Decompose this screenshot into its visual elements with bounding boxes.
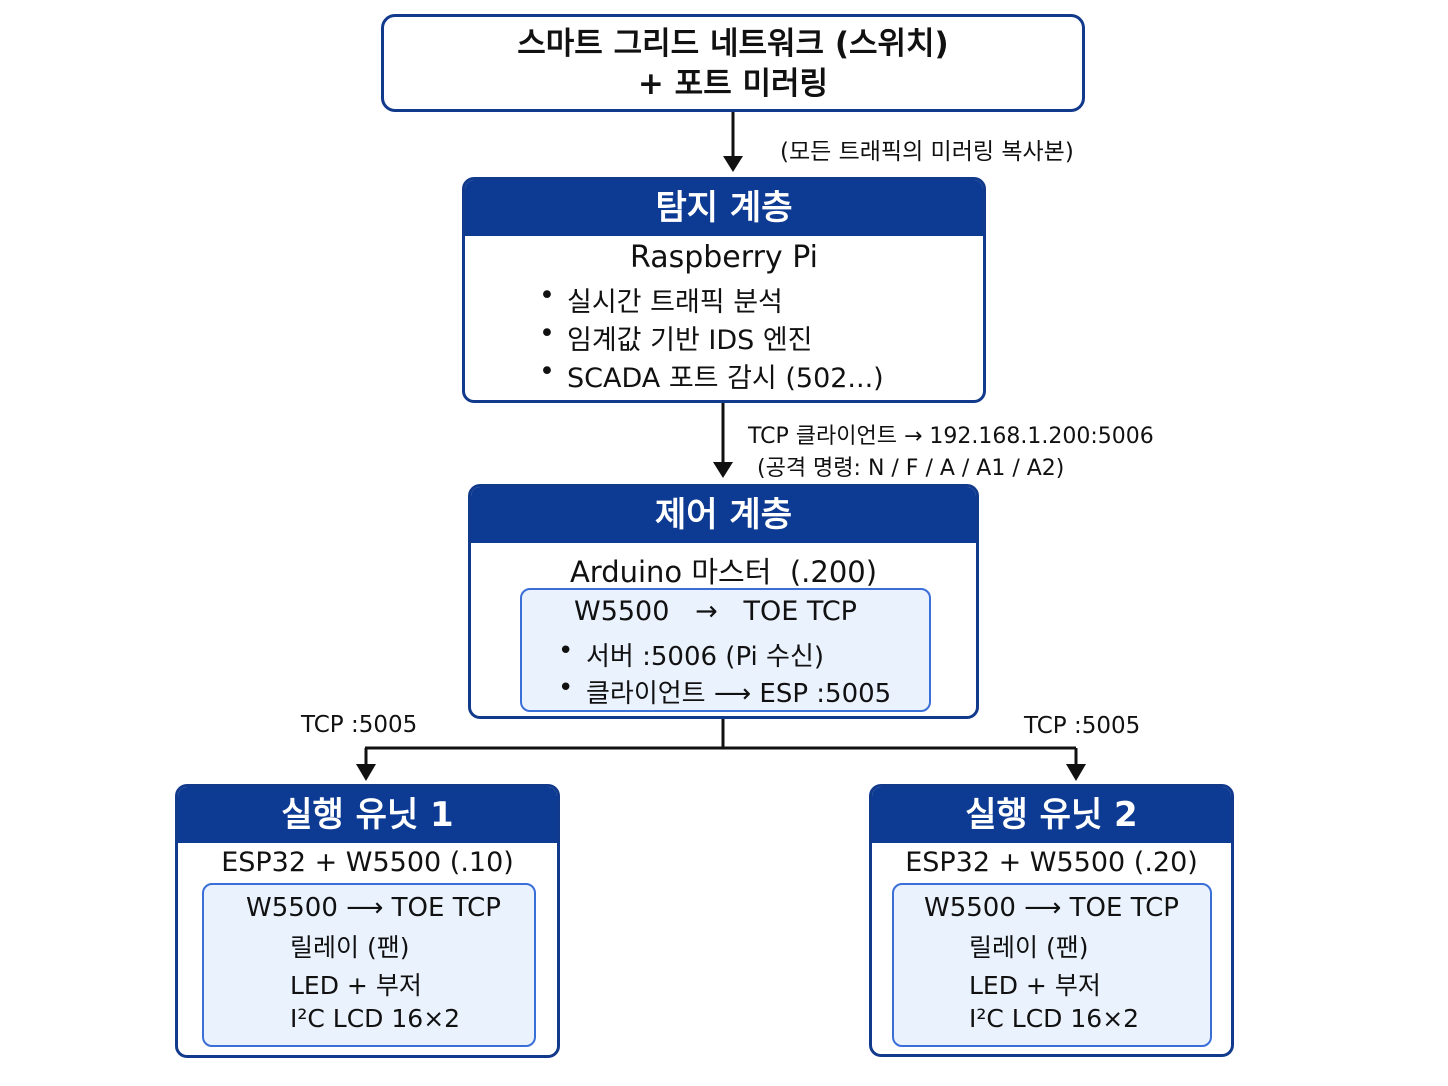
unit2-item-led: LED + 부저 (969, 971, 1101, 1000)
list-item: 임계값 기반 IDS 엔진 (539, 318, 884, 356)
list-item: SCADA 포트 감시 (502...) (539, 356, 884, 394)
list-item: 서버 :5006 (Pi 수신) (558, 636, 891, 673)
unit1-device: ESP32 + W5500 (.10) (221, 847, 514, 878)
unit1-item-relay: 릴레이 (팬) (290, 933, 410, 962)
edge-label-left: TCP :5005 (301, 712, 418, 738)
edge-label-mirror: (모든 트래픽의 미러링 복사본) (780, 139, 1074, 165)
unit2-w5500-title: W5500 ⟶ TOE TCP (924, 893, 1179, 923)
detection-layer-card: 탐지 계층 Raspberry Pi 실시간 트래픽 분석 임계값 기반 IDS… (462, 177, 986, 403)
detection-layer-title: 탐지 계층 (465, 180, 983, 236)
top-line1: 스마트 그리드 네트워크 (스위치) (517, 26, 949, 62)
unit1-title: 실행 유닛 1 (178, 787, 557, 843)
unit1-w5500-title: W5500 ⟶ TOE TCP (246, 893, 501, 923)
unit2-item-lcd: I²C LCD 16×2 (969, 1004, 1140, 1033)
list-item: 클라이언트 ⟶ ESP :5005 (558, 673, 891, 710)
unit1-item-lcd: I²C LCD 16×2 (290, 1004, 461, 1033)
edge-label-tcp-client: TCP 클라이언트 → 192.168.1.200:5006 (748, 424, 1154, 449)
detection-feature-list: 실시간 트래픽 분석 임계값 기반 IDS 엔진 SCADA 포트 감시 (50… (539, 280, 884, 394)
smart-grid-switch-box: 스마트 그리드 네트워크 (스위치) + 포트 미러링 (381, 14, 1085, 112)
control-w5500-box: W5500 → TOE TCP 서버 :5006 (Pi 수신) 클라이언트 ⟶… (520, 588, 931, 712)
edge-label-attack-commands: (공격 명령: N / F / A / A1 / A2) (757, 456, 1065, 481)
unit1-w5500-box: W5500 ⟶ TOE TCP (202, 883, 536, 1047)
top-line2: + 포트 미러링 (637, 66, 829, 102)
unit2-w5500-box: W5500 ⟶ TOE TCP (892, 883, 1212, 1047)
arrowhead-unit2 (1066, 764, 1086, 781)
arrowhead-unit1 (356, 764, 376, 781)
arrowhead-mid (713, 462, 733, 478)
control-layer-card: 제어 계층 Arduino 마스터 (.200) W5500 → TOE TCP… (468, 484, 979, 719)
control-feature-list: 서버 :5006 (Pi 수신) 클라이언트 ⟶ ESP :5005 (558, 636, 891, 710)
control-device: Arduino 마스터 (.200) (569, 555, 878, 589)
edge-label-right: TCP :5005 (1024, 713, 1141, 739)
unit2-title: 실행 유닛 2 (872, 787, 1231, 843)
control-w5500-title: W5500 → TOE TCP (574, 596, 857, 627)
control-layer-title: 제어 계층 (471, 487, 976, 543)
unit1-item-led: LED + 부저 (290, 971, 422, 1000)
list-item: 실시간 트래픽 분석 (539, 280, 884, 318)
execution-unit-2-card: 실행 유닛 2 ESP32 + W5500 (.20) W5500 ⟶ TOE … (869, 784, 1234, 1057)
execution-unit-1-card: 실행 유닛 1 ESP32 + W5500 (.10) W5500 ⟶ TOE … (175, 784, 560, 1058)
detection-device: Raspberry Pi (630, 240, 818, 275)
arrowhead-top (723, 156, 743, 172)
unit2-item-relay: 릴레이 (팬) (969, 933, 1089, 962)
unit2-device: ESP32 + W5500 (.20) (905, 847, 1198, 878)
